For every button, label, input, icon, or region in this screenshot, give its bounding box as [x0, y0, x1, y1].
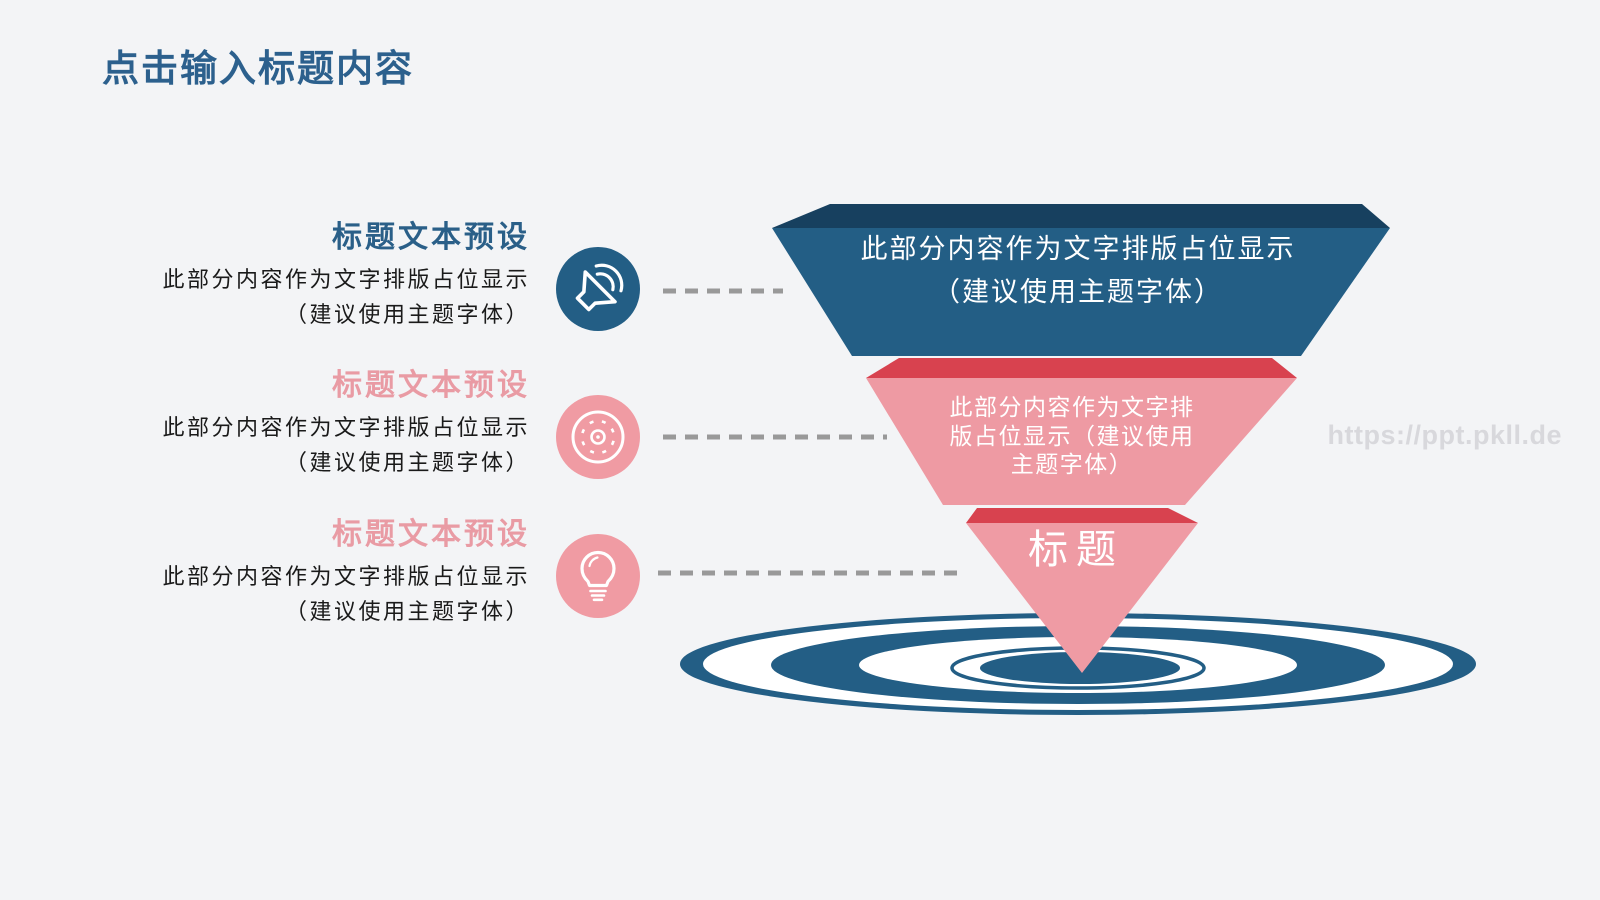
funnel-layer-3-body: [966, 523, 1198, 673]
funnel-layer-1-body: [772, 228, 1390, 356]
funnel-layer-2-body: [866, 378, 1297, 505]
item-2-line-1[interactable]: 此部分内容作为文字排版占位显示: [162, 415, 530, 440]
item-3-line-2[interactable]: （建议使用主题字体）: [284, 599, 530, 624]
funnel-layer-3-lid: [966, 508, 1198, 523]
funnel-layer-1-text-1[interactable]: 此部分内容作为文字排版占位显示: [861, 234, 1296, 264]
watermark: https://ppt.pkll.de: [1327, 420, 1562, 450]
left-item-1: 标题文本预设 此部分内容作为文字排版占位显示 （建议使用主题字体）: [162, 212, 530, 332]
funnel-layer-3-label[interactable]: 标题: [1028, 527, 1124, 572]
funnel-layer-2-text-1[interactable]: 此部分内容作为文字排: [950, 395, 1195, 420]
speaker-icon-glyph: [575, 263, 624, 312]
bulb-icon-glyph: [580, 550, 616, 602]
item-1-line-1[interactable]: 此部分内容作为文字排版占位显示: [162, 267, 530, 292]
bulb-icon: [556, 534, 640, 618]
funnel-layer-2-text-2[interactable]: 版占位显示（建议使用: [950, 424, 1195, 449]
funnel-layer-1: 此部分内容作为文字排版占位显示 （建议使用主题字体）: [772, 204, 1390, 356]
funnel-layer-1-text-2[interactable]: （建议使用主题字体）: [933, 277, 1223, 307]
funnel-layer-2: 此部分内容作为文字排 版占位显示（建议使用 主题字体）: [866, 358, 1297, 505]
funnel-layer-2-lid: [866, 358, 1297, 378]
funnel-layer-3: 标题: [966, 508, 1198, 673]
left-item-3: 标题文本预设 此部分内容作为文字排版占位显示 （建议使用主题字体）: [162, 509, 530, 629]
item-3-line-1[interactable]: 此部分内容作为文字排版占位显示: [162, 564, 530, 589]
item-1-line-2[interactable]: （建议使用主题字体）: [284, 302, 530, 327]
item-2-line-2[interactable]: （建议使用主题字体）: [284, 450, 530, 475]
speaker-icon: [556, 247, 640, 331]
funnel-layer-2-text-3[interactable]: 主题字体）: [1011, 452, 1134, 477]
item-1-heading[interactable]: 标题文本预设: [332, 221, 530, 254]
page-title[interactable]: 点击输入标题内容: [102, 48, 414, 89]
left-item-2: 标题文本预设 此部分内容作为文字排版占位显示 （建议使用主题字体）: [162, 360, 530, 480]
disc-icon-glyph: [571, 410, 625, 464]
item-3-heading[interactable]: 标题文本预设: [332, 518, 530, 551]
item-2-heading[interactable]: 标题文本预设: [332, 369, 530, 402]
funnel-layer-1-lid: [772, 204, 1390, 228]
disc-icon: [556, 395, 640, 479]
